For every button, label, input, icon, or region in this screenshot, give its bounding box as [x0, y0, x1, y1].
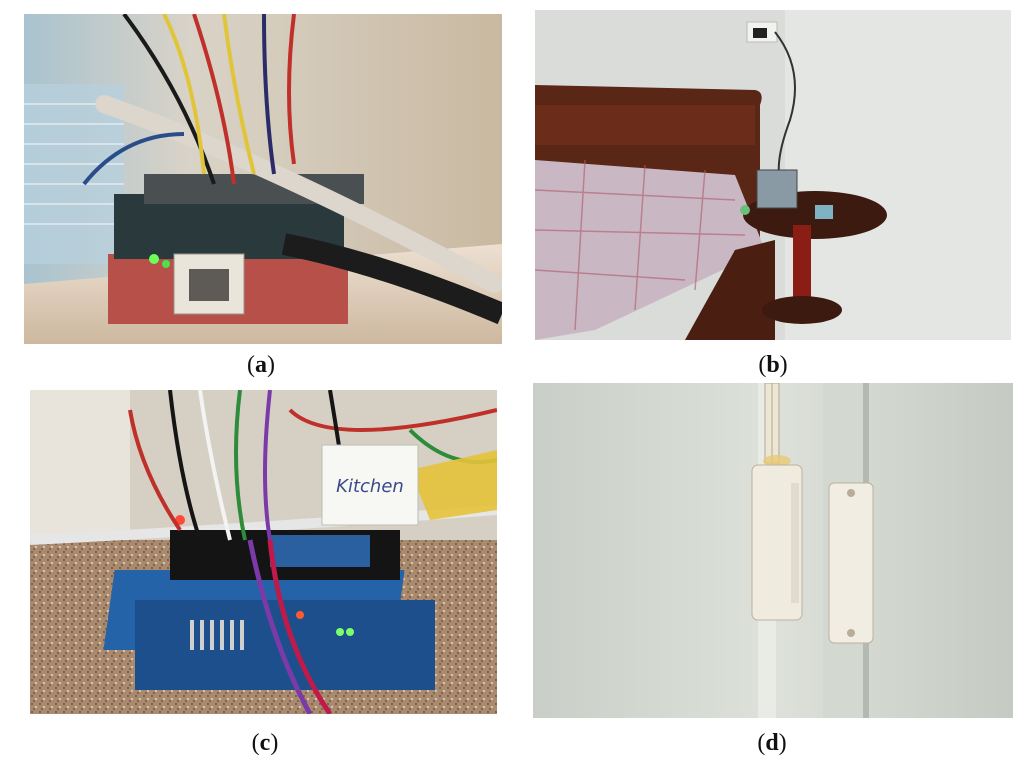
photo-arduino-kitchen: Kitchen: [30, 390, 497, 714]
caption-d: (d): [757, 730, 787, 756]
photo-panel-a: [24, 14, 502, 344]
photo-panel-d: [533, 383, 1013, 718]
photo-bedroom-sensor: [535, 10, 1011, 340]
photo-door-sensor: [533, 383, 1013, 718]
photo-panel-c: Kitchen: [30, 390, 497, 714]
caption-b: (b): [758, 352, 788, 378]
kitchen-sign-text: Kitchen: [336, 476, 404, 497]
photo-panel-b: [535, 10, 1011, 340]
caption-a: (a): [247, 352, 275, 378]
photo-arduino-board: [24, 14, 502, 344]
caption-c: (c): [251, 730, 279, 756]
